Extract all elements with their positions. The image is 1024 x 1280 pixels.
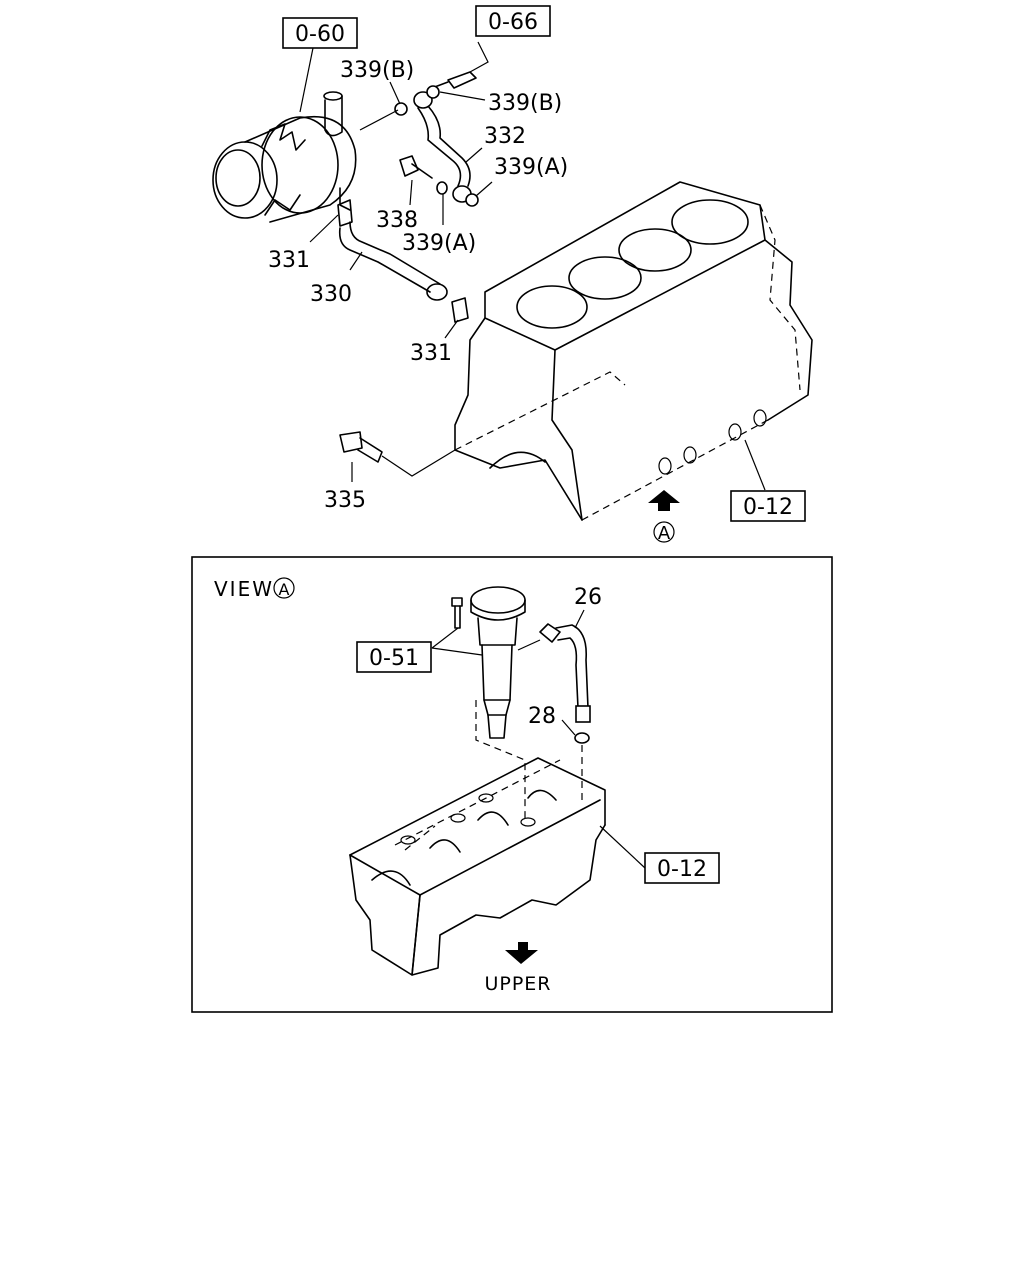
view-title-marker: A — [279, 580, 290, 599]
view-arrow-a: A — [648, 490, 680, 544]
leader-0-12-top — [744, 439, 766, 491]
ref-box-0-51[interactable]: 0-51 — [356, 641, 432, 673]
label-339b-left: 339(B) — [340, 58, 414, 83]
ref-box-0-12-top[interactable]: 0-12 — [730, 490, 806, 522]
svg-text:0-51: 0-51 — [369, 646, 419, 671]
label-330: 330 — [310, 282, 352, 307]
svg-text:0-60: 0-60 — [295, 22, 345, 47]
union-bolt-335 — [339, 431, 456, 482]
svg-text:0-66: 0-66 — [488, 10, 538, 35]
vacuum-pump-illustration — [212, 47, 357, 223]
view-a-frame — [191, 556, 833, 1013]
oil-jet-assembly — [431, 586, 591, 822]
ref-box-0-66[interactable]: 0-66 — [475, 5, 551, 37]
ref-box-0-12-view[interactable]: 0-12 — [644, 852, 720, 884]
label-338: 338 — [376, 208, 418, 233]
svg-text:VIEW: VIEW — [214, 577, 274, 601]
view-a-block-illustration — [349, 757, 646, 976]
svg-text:0-12: 0-12 — [743, 495, 793, 520]
engine-block-illustration — [454, 181, 813, 521]
hose-330 — [309, 199, 469, 339]
label-26: 26 — [574, 585, 602, 610]
label-339b-right: 339(B) — [488, 91, 562, 116]
ref-box-0-60[interactable]: 0-60 — [282, 17, 358, 49]
label-332: 332 — [484, 124, 526, 149]
svg-text:0-12: 0-12 — [657, 857, 707, 882]
upper-direction-arrow: UPPER — [484, 942, 551, 995]
label-331-right: 331 — [410, 341, 452, 366]
view-marker-a-label: A — [658, 523, 671, 544]
view-a-title: VIEW A — [214, 577, 295, 601]
label-339a-right: 339(A) — [494, 155, 568, 180]
oil-pipe-332 — [359, 41, 493, 225]
label-335: 335 — [324, 488, 366, 513]
label-339a-lower: 339(A) — [402, 231, 476, 256]
label-28: 28 — [528, 704, 556, 729]
label-331-left: 331 — [268, 248, 310, 273]
upper-label: UPPER — [484, 973, 551, 995]
